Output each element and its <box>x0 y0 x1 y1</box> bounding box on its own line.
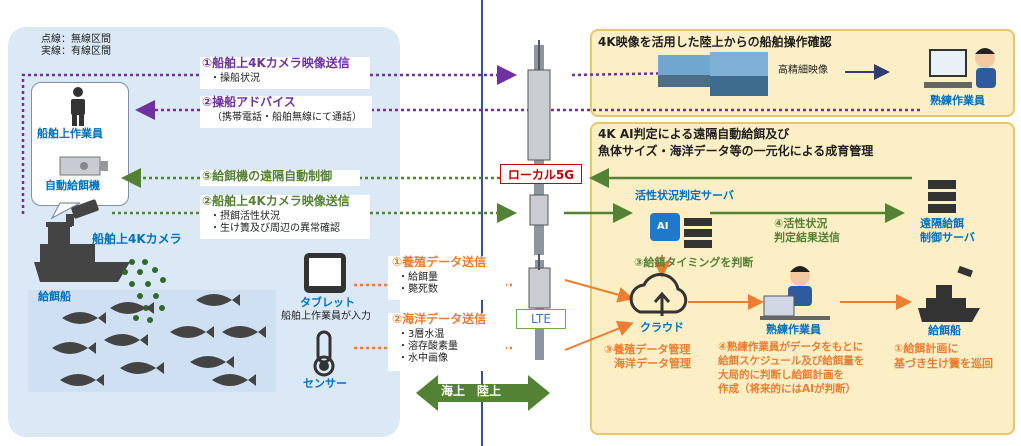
flow-f2-title: ②操船アドバイス <box>202 95 296 109</box>
flow-o2-title: ②海洋データ送信 <box>392 312 487 326</box>
video-photo-1-sea <box>658 75 710 87</box>
flow-o2-land <box>564 321 634 351</box>
land-bottom-title-2: 魚体サイズ・海洋データ等の一元化による成育管理 <box>598 144 874 158</box>
tablet-label: タブレット <box>300 296 355 309</box>
flow-f1-sub: ・操船状況 <box>210 73 260 84</box>
auto-feeder-icon <box>59 156 108 176</box>
land-bottom-title-1: 4K AI判定による遠隔自動給餌及び <box>598 127 790 141</box>
remote-server-icon <box>928 180 956 213</box>
sensor-icon <box>313 330 335 377</box>
skilled-worker-bottom-label: 熟練作業員 <box>766 323 821 336</box>
skilled-note-2: 給餌スケジュール及び給餌量を <box>718 355 865 367</box>
skilled-worker-top-label: 熟練作業員 <box>930 94 985 107</box>
video-photo-2-sea <box>710 76 768 96</box>
ship-note-1: ①給餌計画に <box>894 342 959 355</box>
flow-o1-sub2: ・斃死数 <box>398 284 438 295</box>
land-ship-label: 給餌船 <box>928 324 961 337</box>
flow-o2-sub2: ・溶存酸素量 <box>398 341 458 352</box>
flow-o1-title: ①養殖データ送信 <box>392 255 487 269</box>
skilled-note-1: ④熟練作業員がデータをもとに <box>718 341 864 353</box>
flow-f2-box: ②操船アドバイス （携帯電話・船舶無線にて通話） <box>200 95 372 128</box>
flow-o2-box: ②海洋データ送信 ・3層水温 ・溶存酸素量 ・水中画像 <box>388 312 506 371</box>
step4-label-1: ④活性状況 <box>774 217 828 230</box>
legend-solid: 実線：有線区間 <box>41 46 111 57</box>
camera-label: 船舶上4Kカメラ <box>92 232 182 246</box>
flow-f1-box: ①船舶上4Kカメラ映像送信 ・操船状況 <box>200 56 370 89</box>
step3-label: ③給餌タイミングを判断 <box>634 256 754 269</box>
land-ship-icon <box>918 265 980 322</box>
sensor-label: センサー <box>303 377 347 390</box>
activity-server-label: 活性状況判定サーバ <box>635 189 734 202</box>
step4-label-2: 判定結果送信 <box>774 231 840 244</box>
local5g-antenna <box>527 40 551 255</box>
flow-f5-box: ⑤給餌機の遠隔自動制御 <box>200 169 360 186</box>
bubble-tail <box>50 202 81 220</box>
flow-f1-title: ①船舶上4Kカメラ映像送信 <box>202 56 350 70</box>
auto-feeder-label: 自動給餌機 <box>45 179 100 192</box>
skilled-note-3: 大局的に判断し給餌計画を <box>718 369 844 381</box>
feeding-ship-label: 給餌船 <box>38 290 71 303</box>
ship-worker-label: 船舶上作業員 <box>37 127 103 140</box>
camera-icon <box>66 199 99 226</box>
legend-dotted: 点線：無線区間 <box>41 34 111 45</box>
ship-worker-icon <box>71 87 85 126</box>
flow-o1-sub1: ・給餌量 <box>398 272 438 283</box>
skilled-worker-pc-icon-bottom <box>760 266 830 320</box>
land-top-title: 4K映像を活用した陸上からの船舶操作確認 <box>598 35 832 49</box>
flow-f2-sub: （携帯電話・船舶無線にて通話） <box>212 112 362 123</box>
sea-land-double-arrow <box>416 375 550 411</box>
feeding-ship-icon <box>34 222 130 282</box>
tablet-icon <box>304 253 346 293</box>
lte-label: LTE <box>516 309 566 329</box>
feed-pellets <box>122 259 166 323</box>
sea-land-boundary-line <box>481 0 483 446</box>
flow-g2-sub1: ・摂餌活性状況 <box>210 211 280 222</box>
ship-note-2: 基づき生け簀を巡回 <box>894 357 993 370</box>
activity-server-icon <box>650 213 712 248</box>
flow-g2-title: ②船舶上4Kカメラ映像送信 <box>202 194 350 208</box>
local5g-label: ローカル5G <box>500 164 582 184</box>
skilled-note-4: 作成（将来的にはAIが判断） <box>718 383 857 395</box>
cloud-note-2: 海洋データ管理 <box>614 357 691 370</box>
flow-o1-land <box>564 279 634 303</box>
fish-school <box>52 294 266 386</box>
tablet-sublabel: 船舶上作業員が入力 <box>281 311 371 322</box>
ai-badge: AI <box>657 221 669 232</box>
flow-o1-box: ①養殖データ送信 ・給餌量 ・斃死数 <box>388 255 506 300</box>
skilled-worker-pc-icon-top <box>924 48 996 88</box>
lte-antenna <box>528 254 551 360</box>
flow-o2-sub1: ・3層水温 <box>398 329 445 340</box>
sea-land-label: 海上 陸上 <box>441 384 502 398</box>
flow-o2-sub3: ・水中画像 <box>398 353 448 364</box>
flow-g2-sub2: ・生け簀及び周辺の異常確認 <box>210 223 340 234</box>
cloud-label: クラウド <box>640 321 684 334</box>
hd-video-label: 高精細映像 <box>778 65 828 76</box>
flow-g2-box: ②船舶上4Kカメラ映像送信 ・摂餌活性状況 ・生け簀及び周辺の異常確認 <box>200 194 370 239</box>
remote-server-label-2: 制御サーバ <box>920 231 975 244</box>
cloud-note-1: ③養殖データ管理 <box>604 343 691 356</box>
flow-f5-title: ⑤給餌機の遠隔自動制御 <box>202 169 333 183</box>
remote-server-label-1: 遠隔給餌 <box>920 217 964 230</box>
cloud-icon <box>629 273 688 316</box>
